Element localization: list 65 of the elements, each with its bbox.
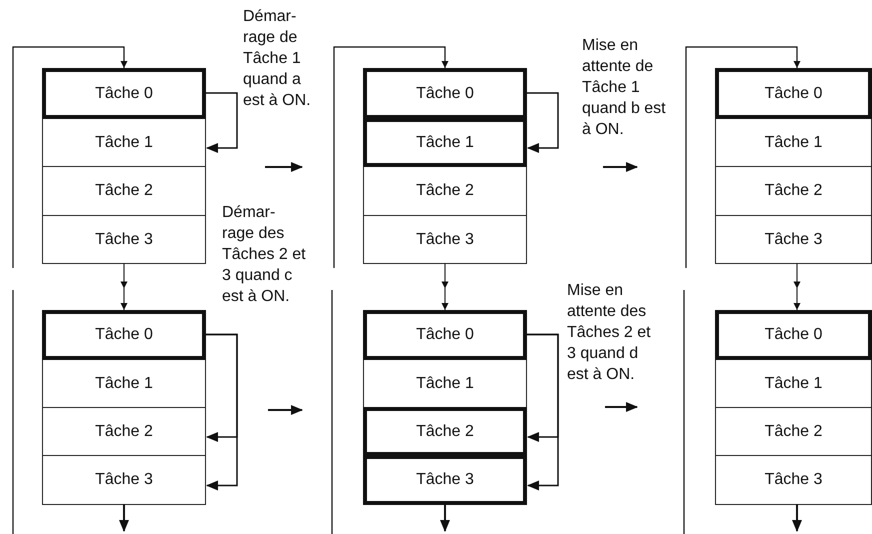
task-label: Tâche 2	[416, 182, 474, 200]
arrow	[206, 92, 238, 153]
task-label: Tâche 3	[416, 471, 474, 489]
task-box	[363, 166, 527, 216]
task-box	[715, 166, 872, 216]
condition-text: Démar- rage des Tâches 2 et 3 quand c est à ON.	[222, 203, 306, 307]
task-box	[363, 455, 527, 505]
task-box	[715, 407, 872, 456]
task-label: Tâche 3	[416, 230, 474, 248]
arrow	[119, 504, 129, 532]
task-box	[363, 310, 527, 360]
task-box	[42, 407, 206, 456]
arrow	[333, 46, 448, 268]
condition-text: Mise en attente de Tâche 1 quand b est à ON.	[582, 36, 666, 140]
task-label: Tâche 1	[95, 134, 153, 152]
task-box	[715, 68, 872, 119]
task-label: Tâche 0	[416, 326, 474, 344]
arrow	[794, 262, 800, 310]
task-box	[42, 359, 206, 408]
task-label: Tâche 2	[95, 182, 153, 200]
arrow	[12, 46, 128, 268]
task-label: Tâche 3	[95, 471, 153, 489]
task-box	[363, 359, 527, 408]
task-box	[363, 118, 527, 167]
task-label: Tâche 1	[416, 134, 474, 152]
task-box	[363, 215, 527, 264]
task-box	[42, 118, 206, 167]
arrow	[206, 334, 238, 490]
task-label: Tâche 1	[416, 374, 474, 392]
condition-text: Démar- rage de Tâche 1 quand a est à ON.	[243, 7, 312, 111]
task-label: Tâche 2	[764, 422, 822, 440]
task-box	[715, 215, 872, 264]
arrow	[527, 334, 559, 490]
task-label: Tâche 0	[764, 326, 822, 344]
task-label: Tâche 2	[416, 422, 474, 440]
task-label: Tâche 0	[764, 84, 822, 102]
task-label: Tâche 0	[95, 84, 153, 102]
task-box	[42, 455, 206, 505]
task-box	[715, 118, 872, 167]
arrow	[120, 262, 128, 310]
task-box	[715, 310, 872, 360]
task-box	[42, 68, 206, 119]
task-label: Tâche 3	[764, 230, 822, 248]
task-label: Tâche 1	[764, 134, 822, 152]
task-label: Tâche 3	[95, 230, 153, 248]
condition-text: Mise en attente des Tâches 2 et 3 quand d est à ON.	[567, 281, 652, 385]
task-label: Tâche 0	[416, 84, 474, 102]
task-box	[715, 455, 872, 505]
arrow	[685, 46, 800, 268]
arrow	[527, 92, 559, 153]
arrow	[442, 262, 448, 310]
task-box	[363, 68, 527, 119]
task-box	[715, 359, 872, 408]
arrow	[440, 504, 450, 532]
task-label: Tâche 0	[95, 326, 153, 344]
task-label: Tâche 2	[95, 422, 153, 440]
task-box	[42, 215, 206, 264]
task-label: Tâche 3	[764, 471, 822, 489]
task-box	[363, 407, 527, 456]
task-box	[42, 310, 206, 360]
task-box	[42, 166, 206, 216]
task-label: Tâche 1	[764, 374, 822, 392]
task-label: Tâche 2	[764, 182, 822, 200]
arrow	[792, 504, 802, 532]
task-label: Tâche 1	[95, 374, 153, 392]
